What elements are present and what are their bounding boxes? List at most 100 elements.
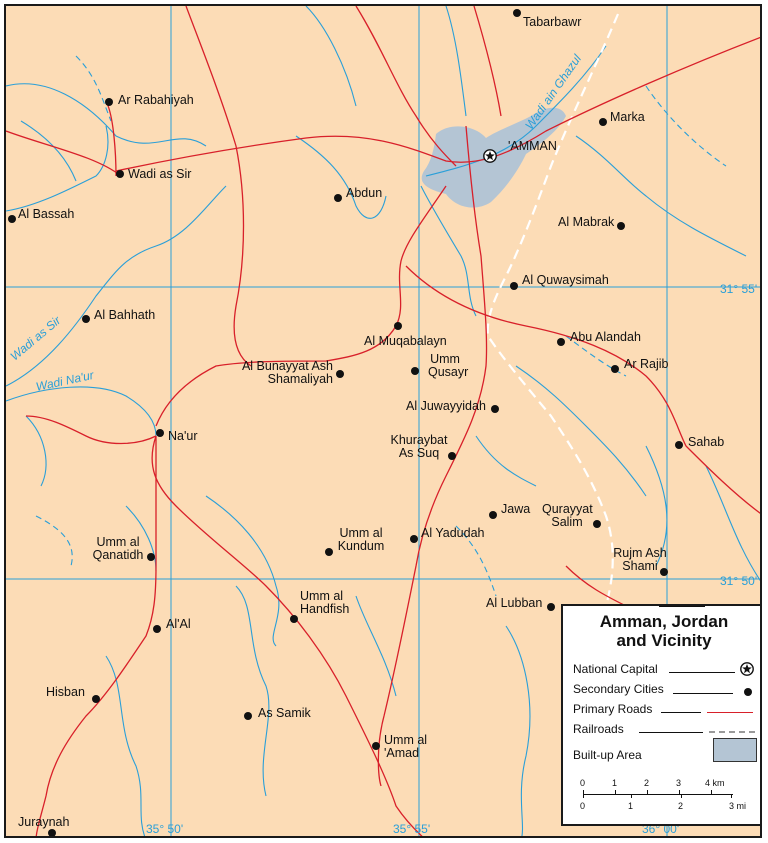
- capital-label[interactable]: 'AMMAN: [508, 139, 557, 153]
- city-dot-tabarbawr[interactable]: [513, 9, 521, 17]
- city-label-ar-rabahiyah[interactable]: Ar Rabahiyah: [118, 93, 194, 107]
- city-label-hisban[interactable]: Hisban: [46, 685, 85, 699]
- stream: [515, 365, 647, 497]
- city-label-al-lubban[interactable]: Al Lubban: [486, 596, 543, 610]
- stream: [705, 465, 760, 581]
- scale-km-unit: 4 km: [705, 778, 725, 788]
- legend-leader-line: [639, 732, 703, 733]
- city-label-umm-al-kundum[interactable]: Umm al Kundum: [337, 526, 385, 553]
- city-dot-sahab[interactable]: [675, 441, 683, 449]
- scale-km-tick-3: 3: [676, 778, 682, 788]
- city-label-al-bassah[interactable]: Al Bassah: [18, 207, 75, 221]
- latitude-label-31-50: 31° 50': [720, 574, 758, 588]
- city-label-khuraybat-as-suq[interactable]: Khuraybat As Suq: [390, 433, 448, 460]
- city-dot-jawa[interactable]: [489, 511, 497, 519]
- legend-leader-line: [659, 606, 705, 607]
- city-dot-umm-al-kundum[interactable]: [325, 548, 333, 556]
- city-label-jawa[interactable]: Jawa: [501, 502, 531, 516]
- city-dot-al-bahhath[interactable]: [82, 315, 90, 323]
- city-label-juraynah[interactable]: Juraynah: [18, 815, 70, 829]
- city-dot-khuraybat-as-suq[interactable]: [448, 452, 456, 460]
- city-label-al-bunayyat-ash-shamaliyah[interactable]: Al Bunayyat Ash Shamaliyah: [241, 359, 333, 386]
- city-dot-marka[interactable]: [599, 118, 607, 126]
- scale-tick: [711, 790, 712, 794]
- stream-wadi-naur: [6, 386, 157, 437]
- city-label-qurayyat-salim[interactable]: Qurayyat Salim: [542, 502, 593, 529]
- city-dot-al-lubban[interactable]: [547, 603, 555, 611]
- stream: [35, 515, 73, 567]
- stream: [295, 135, 387, 219]
- city-label-tabarbawr[interactable]: Tabarbawr: [523, 15, 582, 29]
- legend-built-up-swatch: [713, 738, 757, 762]
- city-label-al-juwayyidah[interactable]: Al Juwayyidah: [406, 399, 486, 413]
- scale-tick: [631, 794, 632, 798]
- city-label-al-quwaysimah[interactable]: Al Quwaysimah: [522, 273, 609, 287]
- city-label-abu-alandah[interactable]: Abu Alandah: [570, 330, 641, 344]
- city-label-marka[interactable]: Marka: [610, 110, 645, 124]
- city-dot-al-muqabalayn[interactable]: [394, 322, 402, 330]
- city-dot-al-bassah[interactable]: [8, 215, 16, 223]
- city-dot-al-al[interactable]: [153, 625, 161, 633]
- city-dot-qurayyat-salim[interactable]: [593, 520, 601, 528]
- legend-leader-line: [673, 693, 733, 694]
- city-dot-umm-al-qanatidh[interactable]: [147, 553, 155, 561]
- scale-tick: [647, 790, 648, 794]
- stream: [575, 135, 747, 257]
- national-capital-star-icon[interactable]: [483, 149, 497, 163]
- city-dot-al-juwayyidah[interactable]: [491, 405, 499, 413]
- city-dot-umm-al-amad[interactable]: [372, 742, 380, 750]
- legend-national-capital-label: National Capital: [573, 662, 658, 676]
- city-label-al-mabrak[interactable]: Al Mabrak: [558, 215, 615, 229]
- stream: [645, 85, 727, 167]
- city-label-umm-al-amad[interactable]: Umm al 'Amad: [384, 733, 428, 760]
- city-dot-ar-rabahiyah[interactable]: [105, 98, 113, 106]
- legend-title-line-1: Amman, Jordan: [599, 612, 729, 631]
- road: [151, 435, 423, 836]
- city-dot-juraynah[interactable]: [48, 829, 56, 836]
- road: [35, 435, 157, 836]
- stream: [6, 125, 109, 212]
- city-dot-al-mabrak[interactable]: [617, 222, 625, 230]
- legend-railroad-swatch: [709, 731, 755, 733]
- city-label-ar-rajib[interactable]: Ar Rajib: [624, 357, 669, 371]
- scale-km-tick-0: 0: [580, 778, 586, 788]
- road: [25, 415, 157, 445]
- city-label-umm-al-qanatidh[interactable]: Umm al Qanatidh: [92, 535, 144, 562]
- city-label-al-al[interactable]: Al'Al: [166, 617, 191, 631]
- city-label-umm-qusayr[interactable]: Umm Qusayr: [428, 352, 469, 379]
- city-label-as-samik[interactable]: As Samik: [258, 706, 311, 720]
- city-label-abdun[interactable]: Abdun: [346, 186, 383, 200]
- city-label-al-bahhath[interactable]: Al Bahhath: [94, 308, 156, 322]
- city-label-wadi-as-sir[interactable]: Wadi as Sir: [128, 167, 192, 181]
- city-dot-abdun[interactable]: [334, 194, 342, 202]
- scale-mi-tick-2: 2: [678, 801, 684, 811]
- city-dot-al-yadudah[interactable]: [410, 535, 418, 543]
- city-dot-al-bunayyat-ash-shamaliyah[interactable]: [336, 370, 344, 378]
- city-dot-al-quwaysimah[interactable]: [510, 282, 518, 290]
- city-dot-hisban[interactable]: [92, 695, 100, 703]
- stream: [445, 6, 467, 117]
- scale-tick: [679, 790, 680, 794]
- city-dot-naur[interactable]: [156, 429, 164, 437]
- legend-capital-star-icon: [740, 662, 754, 676]
- stream: [105, 655, 146, 836]
- city-dot-umm-qusayr[interactable]: [411, 367, 419, 375]
- city-dot-abu-alandah[interactable]: [557, 338, 565, 346]
- city-label-umm-al-handfish[interactable]: Umm al Handfish: [300, 589, 350, 616]
- stream: [305, 6, 357, 107]
- stream-wadi-ain-ghazul: [425, 45, 607, 177]
- city-dot-as-samik[interactable]: [244, 712, 252, 720]
- city-dot-umm-al-handfish[interactable]: [290, 615, 298, 623]
- stream: [475, 435, 537, 487]
- map-canvas[interactable]: 31° 55' 31° 50' 35° 50' 35° 55' 36° 00' …: [4, 4, 762, 838]
- city-label-naur[interactable]: Na'ur: [168, 429, 198, 443]
- city-label-sahab[interactable]: Sahab: [688, 435, 725, 449]
- city-dot-ar-rajib[interactable]: [611, 365, 619, 373]
- city-dot-wadi-as-sir[interactable]: [116, 170, 124, 178]
- stream: [565, 335, 627, 377]
- legend-title: Amman, Jordan and Vicinity: [563, 612, 760, 650]
- city-dot-rujm-ash-shami[interactable]: [660, 568, 668, 576]
- city-label-rujm-ash-shami[interactable]: Rujm Ash Shami: [613, 546, 667, 573]
- city-label-al-yadudah[interactable]: Al Yadudah: [421, 526, 485, 540]
- city-label-al-muqabalayn[interactable]: Al Muqabalayn: [364, 334, 447, 348]
